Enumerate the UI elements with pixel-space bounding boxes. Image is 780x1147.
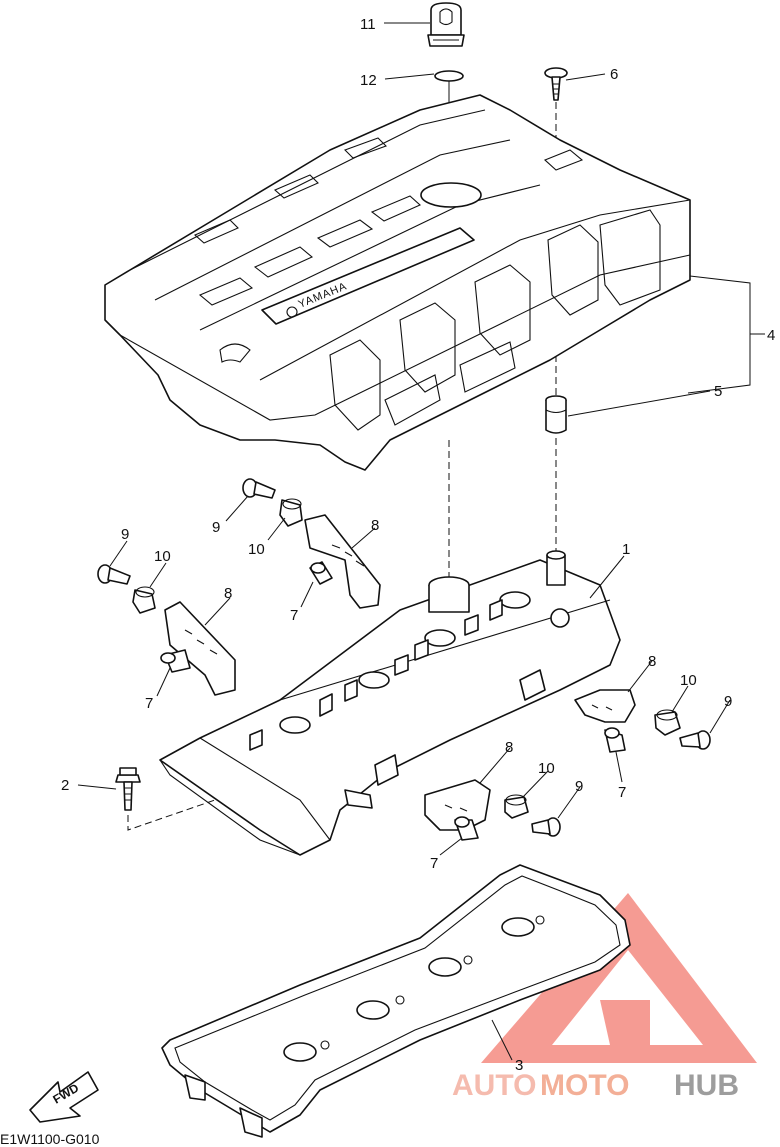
watermark-part-2: MOTO (540, 1069, 629, 1102)
bracket-left (164, 601, 236, 696)
callout-8d: 8 (505, 739, 513, 756)
callout-7a: 7 (290, 607, 298, 624)
bolt-9b (97, 564, 131, 585)
watermark-triangle-icon (481, 893, 757, 1063)
callout-7b: 7 (145, 695, 153, 712)
bracket-right-upper (574, 689, 636, 723)
callout-11: 11 (360, 16, 376, 33)
flange-bolt-7c (604, 727, 626, 753)
collar-10b (132, 586, 156, 614)
fwd-arrow-icon: FWD (29, 1071, 99, 1123)
callout-12: 12 (360, 72, 377, 89)
bolt-9c (679, 730, 711, 750)
callout-2: 2 (61, 777, 69, 794)
callout-10b: 10 (154, 548, 171, 565)
flange-bolt-2 (115, 767, 141, 811)
watermark-part-3: HUB (674, 1069, 739, 1102)
collar-10a (279, 498, 303, 527)
flange-bolt-7d (454, 816, 479, 841)
callout-9b: 9 (121, 526, 129, 543)
callout-4: 4 (767, 327, 775, 344)
callout-9a: 9 (212, 519, 220, 536)
callout-8b: 8 (224, 585, 232, 602)
callout-7d: 7 (430, 855, 438, 872)
watermark-text: AUTO MOTO HUB (452, 1069, 739, 1102)
bolt-9d (531, 817, 561, 837)
diagram-code: E1W1100-G010 (0, 1131, 100, 1147)
watermark-part-1: AUTO (452, 1069, 536, 1102)
callout-10c: 10 (680, 672, 697, 689)
callout-10a: 10 (248, 541, 265, 558)
bracket-right-lower (424, 779, 491, 831)
flange-bolt-7a (309, 561, 333, 585)
callout-9d: 9 (575, 778, 583, 795)
callout-10d: 10 (538, 760, 555, 777)
callout-9c: 9 (724, 693, 732, 710)
callout-8c: 8 (648, 653, 656, 670)
collar-10d (504, 794, 529, 819)
engine-top-cover: YAMAHA (104, 94, 691, 471)
collar-10c (654, 709, 681, 736)
o-ring (434, 70, 464, 82)
callout-5: 5 (714, 383, 722, 400)
grommet (545, 395, 567, 434)
flange-bolt-7b (160, 649, 191, 673)
bracket-rear (304, 514, 381, 609)
oil-filler-cap (427, 2, 465, 47)
callout-8a: 8 (371, 517, 379, 534)
bolt-9a (242, 478, 276, 499)
callout-3: 3 (515, 1057, 523, 1074)
callout-7c: 7 (618, 784, 626, 801)
head-cover-gasket (161, 864, 631, 1138)
cylinder-head-cover (159, 550, 621, 856)
callout-6: 6 (610, 66, 618, 83)
cover-screw (544, 67, 568, 101)
callout-1: 1 (622, 541, 630, 558)
